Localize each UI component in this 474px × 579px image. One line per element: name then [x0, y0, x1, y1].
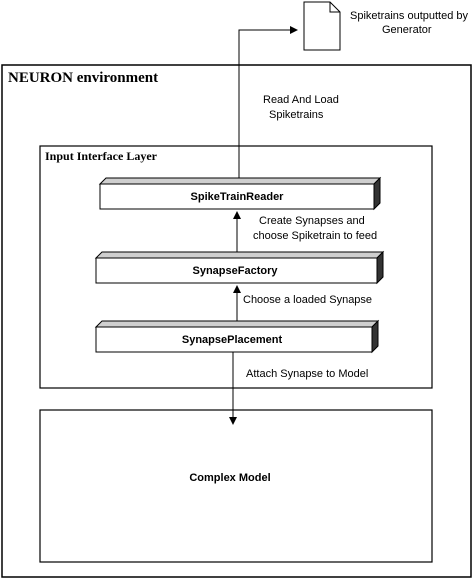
attach-synapse-label: Attach Synapse to Model: [246, 368, 368, 380]
synapsefactory-block: [94, 250, 385, 285]
choose-synapse-label: Choose a loaded Synapse: [243, 294, 372, 306]
input-interface-layer-box: [39, 145, 433, 389]
synapsefactory-label: SynapseFactory: [193, 265, 279, 277]
create-synapses-label-line2: choose Spiketrain to feed: [253, 230, 377, 242]
file-caption-line1: Spiketrains outputted by: [350, 10, 469, 22]
read-load-label-line1: Read And Load: [263, 94, 339, 106]
synapseplacement-label: SynapsePlacement: [182, 334, 283, 346]
input-interface-layer-title: Input Interface Layer: [45, 149, 158, 163]
synapseplacement-block: [94, 319, 380, 354]
reader-to-file-arrow: [238, 26, 298, 178]
spiketrainreader-label: SpikeTrainReader: [191, 191, 285, 203]
complex-model-box: [39, 409, 433, 563]
create-synapses-label-line1: Create Synapses and: [259, 215, 365, 227]
file-caption-line2: Generator: [382, 24, 432, 36]
read-load-label-line2: Spiketrains: [269, 109, 324, 121]
complex-model-label: Complex Model: [189, 472, 270, 484]
document-icon: [303, 1, 341, 51]
neuron-environment-box: [1, 64, 472, 578]
spiketrainreader-block: [98, 176, 382, 211]
neuron-environment-title: NEURON environment: [8, 70, 158, 86]
